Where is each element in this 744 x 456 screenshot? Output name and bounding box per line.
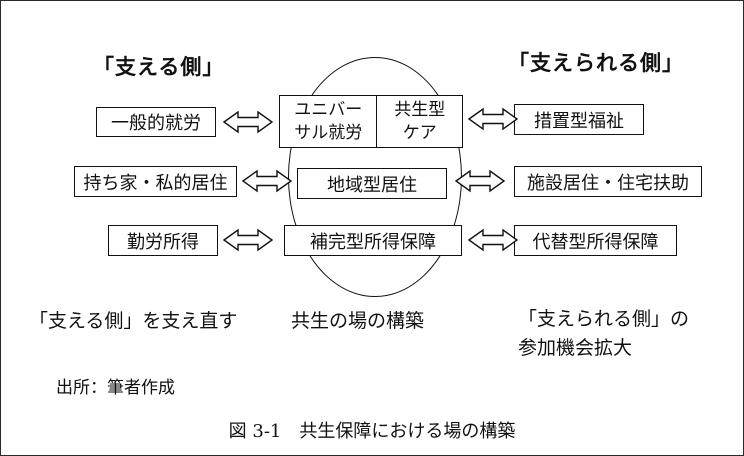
left-side-header: 「支える側」 — [93, 54, 225, 79]
right-side-header: 「支えられる側」 — [508, 50, 684, 75]
double-arrow-icon — [467, 107, 519, 131]
footer-left-label: 「支える側」を支え直す — [29, 310, 238, 332]
footer-right-line1: 「支えられる側」の — [518, 308, 690, 330]
universal-work-box: ユニバー サル就労 — [280, 96, 378, 147]
footer-right-line2: 参加機会拡大 — [518, 336, 633, 359]
regional-residence-box: 地域型居住 — [297, 168, 447, 199]
center-top-box: ユニバー サル就労 共生型 ケア — [279, 95, 463, 148]
universal-work-line2: サル就労 — [294, 122, 363, 143]
figure-caption: 図 3-1 共生保障における場の構築 — [228, 421, 516, 442]
double-arrow-icon — [222, 110, 274, 134]
general-employment-box: 一般的就労 — [96, 107, 216, 137]
work-income-box: 勤労所得 — [108, 225, 218, 256]
substitute-income-box: 代替型所得保障 — [514, 225, 677, 256]
symbiotic-care-box: 共生型 ケア — [377, 96, 462, 147]
source-note: 出所：筆者作成 — [56, 378, 175, 398]
symbiotic-care-line1: 共生型 — [394, 100, 446, 121]
footer-center-label: 共生の場の構築 — [291, 310, 425, 332]
measure-welfare-box: 措置型福祉 — [514, 104, 644, 135]
double-arrow-icon — [241, 169, 293, 193]
footer-right-label: 「支えられる側」の 参加機会拡大 — [518, 305, 689, 362]
double-arrow-icon — [467, 228, 519, 252]
owned-home-box: 持ち家・私的居住 — [74, 166, 237, 197]
facility-residence-box: 施設居住・住宅扶助 — [514, 166, 702, 197]
complementary-income-box: 補完型所得保障 — [284, 225, 462, 256]
double-arrow-icon — [454, 169, 506, 193]
symbiotic-care-line2: ケア — [402, 122, 437, 143]
universal-work-line1: ユニバー — [294, 100, 363, 121]
double-arrow-icon — [222, 228, 274, 252]
